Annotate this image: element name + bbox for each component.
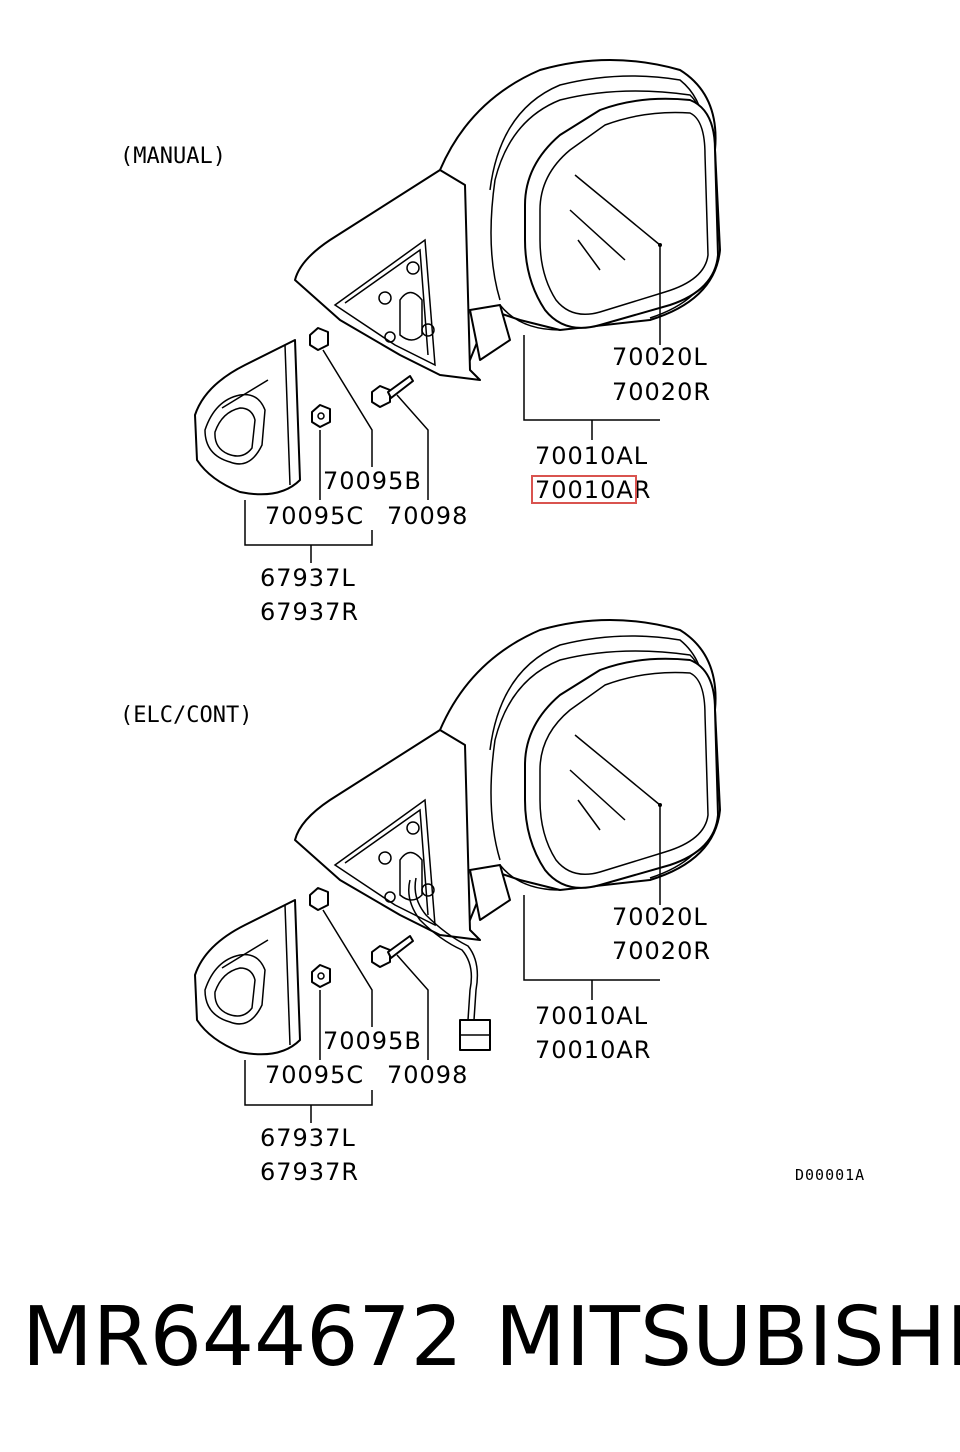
highlight-box	[531, 475, 637, 504]
section-title: (ELC/CONT)	[120, 703, 252, 728]
label-cover-r: 67937R	[260, 598, 359, 626]
manual-section: (MANUAL) 70020L 70020R 70010AL 70010AR 7…	[120, 59, 721, 626]
label-glass-r: 70020R	[612, 937, 711, 965]
label-mirror-l: 70010AL	[535, 442, 648, 470]
label-glass-r: 70020R	[612, 378, 711, 406]
label-nut-c: 70095C	[265, 1061, 364, 1089]
label-glass-l: 70020L	[612, 343, 708, 371]
label-mirror-r: 70010AR	[535, 476, 651, 504]
label-glass-l: 70020L	[612, 903, 708, 931]
label-cover-l: 67937L	[260, 564, 356, 592]
label-cover-r: 67937R	[260, 1158, 359, 1186]
section-title: (MANUAL)	[120, 144, 226, 169]
label-screw: 70098	[387, 1061, 468, 1089]
diagram-code: D00001A	[795, 1166, 865, 1184]
label-mirror-r: 70010AR	[535, 1036, 651, 1064]
brand-name: MITSUBISHI	[495, 1290, 960, 1385]
label-bolt-b: 70095B	[323, 467, 422, 495]
label-screw: 70098	[387, 502, 468, 530]
label-mirror-l: 70010AL	[535, 1002, 648, 1030]
wire-harness	[408, 879, 473, 1021]
label-bolt-b: 70095B	[323, 1027, 422, 1055]
elc-cont-section: (ELC/CONT) 70020L 70020R 70010AL 70010AR…	[120, 619, 721, 1186]
label-nut-c: 70095C	[265, 502, 364, 530]
part-number: MR644672	[22, 1290, 463, 1385]
footer: MR644672 MITSUBISHI	[0, 1290, 960, 1390]
label-cover-l: 67937L	[260, 1124, 356, 1152]
